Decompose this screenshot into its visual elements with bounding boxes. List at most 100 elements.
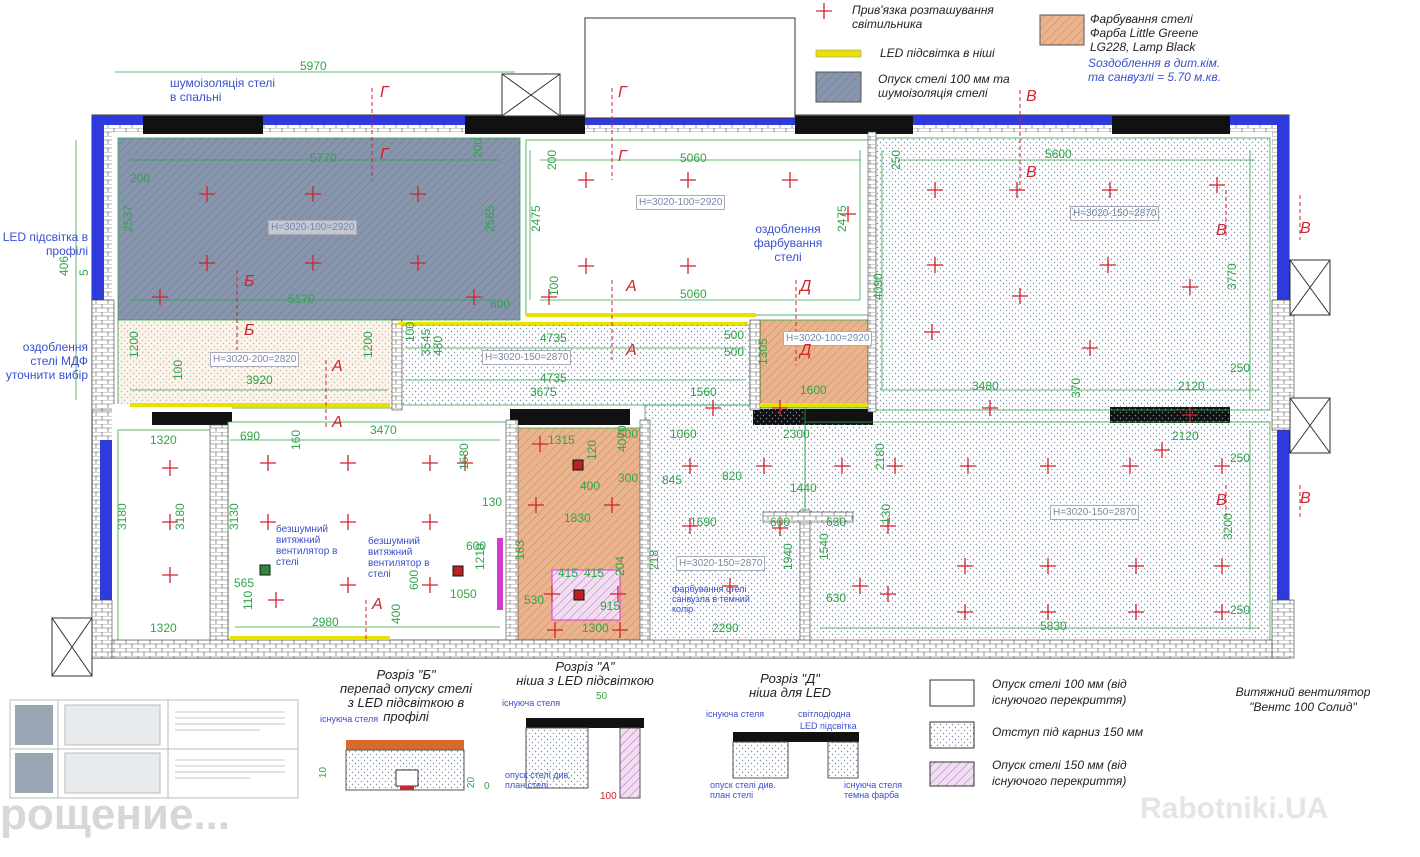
legend-drop150-text: Опуск стелі 150 мм (від існуючого перекр… <box>992 758 1127 788</box>
dimension-label: 5 <box>77 269 91 276</box>
legend-drop100-text: Опуск стелі 100 мм (від існуючого перекр… <box>992 677 1127 707</box>
dimension-label: 2565 <box>483 205 497 232</box>
dimension-label: 160 <box>289 429 303 450</box>
dimension-label: 5770 <box>310 151 337 165</box>
dimension-label: 100 <box>403 321 417 342</box>
dimension-label: 45 <box>419 328 433 342</box>
section-marker: А <box>372 596 383 613</box>
dimension-label: 218 <box>647 549 661 570</box>
dimension-label: 2537 <box>121 205 135 232</box>
dimension-label: 415 <box>584 566 605 580</box>
watermark-right: Rabotniki.UA <box>1140 792 1329 825</box>
section-marker: Г <box>618 148 627 165</box>
height-label: H=3020-150=2870 <box>1070 206 1160 221</box>
dimension-label: 3920 <box>246 373 273 387</box>
legend-paint-text: Фарбування стелі Фарба Little Greene LG2… <box>1090 12 1199 54</box>
section-marker: Б <box>244 322 255 339</box>
section-note: опуск стелі див. план стелі <box>505 770 571 790</box>
note-mdf: оздоблення стелі МДФ уточнити вибір <box>5 340 88 382</box>
dimension-label: 204 <box>613 555 627 576</box>
dimension-label: 3480 <box>972 379 999 393</box>
dimension-label: 2300 <box>783 427 810 441</box>
dimension-label: 5970 <box>300 59 327 73</box>
section-note: існуюча стеля темна фарба <box>844 780 903 800</box>
section-dim: 20 <box>466 776 478 789</box>
section-marker: А <box>332 414 343 431</box>
dimension-label: 1940 <box>781 543 795 570</box>
dimension-label: 600 <box>770 515 791 529</box>
height-label: H=3020-100=2920 <box>636 195 726 210</box>
fan-square-icon <box>452 565 464 577</box>
dimension-label: 5060 <box>680 151 707 165</box>
dimension-label: 845 <box>662 473 683 487</box>
section-dim: 50 <box>596 691 608 702</box>
dimension-label: 130 <box>879 503 893 524</box>
section-note: існуюча стеля <box>706 709 765 719</box>
dimension-label: 1050 <box>450 587 477 601</box>
dimension-label: 4735 <box>540 331 567 345</box>
dimension-label: 600 <box>466 539 487 553</box>
note-paint: оздоблення фарбування стелі <box>753 222 823 264</box>
section-marker: В <box>1216 492 1227 509</box>
section-dim: 100 <box>600 791 617 802</box>
section-a-title: Розріз "А"ніша з LED підсвіткою <box>516 659 654 688</box>
dimension-label: 130 <box>482 495 503 509</box>
dimension-label: 5600 <box>1045 147 1072 161</box>
dimension-label: 630 <box>826 515 847 529</box>
fan-square-icon <box>259 564 271 576</box>
dimension-label: 500 <box>724 345 745 359</box>
section-marker: Г <box>618 84 627 101</box>
height-label: H=3020-100=2920 <box>268 220 358 235</box>
dimension-label: 100 <box>171 359 185 380</box>
section-note: LED підсвітка <box>800 721 857 731</box>
dimension-label: 110 <box>241 590 255 610</box>
section-dim: 10 <box>318 766 330 779</box>
section-marker: Д <box>800 278 812 295</box>
section-marker: В <box>1026 88 1037 105</box>
dimension-label: 1305 <box>756 338 770 365</box>
dimension-label: 500 <box>618 427 639 441</box>
dimension-label: 120 <box>585 439 599 460</box>
legend-drop-text: Опуск стелі 100 мм та шумоізоляція стелі <box>878 72 1010 100</box>
dimension-label: 300 <box>618 471 639 485</box>
height-label: H=3020-150=2870 <box>482 350 572 365</box>
section-marker: В <box>1300 220 1311 237</box>
note-bath-paint: фарбування стелі санвузла в темний колір <box>672 584 750 614</box>
dimension-label: 1210 <box>473 543 487 570</box>
dimension-label: 600 <box>407 569 421 590</box>
dimension-label: 1440 <box>790 481 817 495</box>
dimension-label: 1200 <box>127 331 141 358</box>
dimension-label: 2290 <box>712 621 739 635</box>
dimension-label: 1300 <box>582 621 609 635</box>
dimension-label: 3770 <box>1225 263 1239 290</box>
dimension-label: 250 <box>1230 361 1251 375</box>
dimension-label: 2980 <box>312 615 339 629</box>
dimension-label: 565 <box>234 576 255 590</box>
section-marker: А <box>332 358 343 375</box>
section-b-title: Розріз "Б"перепад опуску стелі з LED під… <box>339 667 472 724</box>
section-marker: А <box>626 278 637 295</box>
height-label: H=3020-100=2920 <box>783 331 873 346</box>
section-marker: Г <box>380 84 389 101</box>
dimension-label: 1830 <box>564 511 591 525</box>
dimension-label: 200 <box>130 171 151 185</box>
dimension-label: 4735 <box>540 371 567 385</box>
watermark-left: рощение... <box>0 790 231 839</box>
dimension-label: 1060 <box>670 427 697 441</box>
fan-square-icon <box>572 459 584 471</box>
dimension-label: 1320 <box>150 433 177 447</box>
dimension-label: 600 <box>490 297 511 311</box>
dimension-label: 1540 <box>817 533 831 560</box>
dimension-label: 1600 <box>800 383 827 397</box>
dimension-label: 2475 <box>529 205 543 232</box>
dimension-label: 2120 <box>1172 429 1199 443</box>
dimension-label: 163 <box>513 539 527 560</box>
dimension-label: 1690 <box>690 515 717 529</box>
section-marker: Д <box>800 342 812 359</box>
dimension-label: 5170 <box>288 292 315 306</box>
note-fan-2: безшумний витяжний вентилятор в стелі <box>368 536 430 580</box>
dimension-label: 3675 <box>530 385 557 399</box>
section-marker: В <box>1216 222 1227 239</box>
section-marker: В <box>1300 490 1311 507</box>
dimension-label: 480 <box>431 335 445 356</box>
